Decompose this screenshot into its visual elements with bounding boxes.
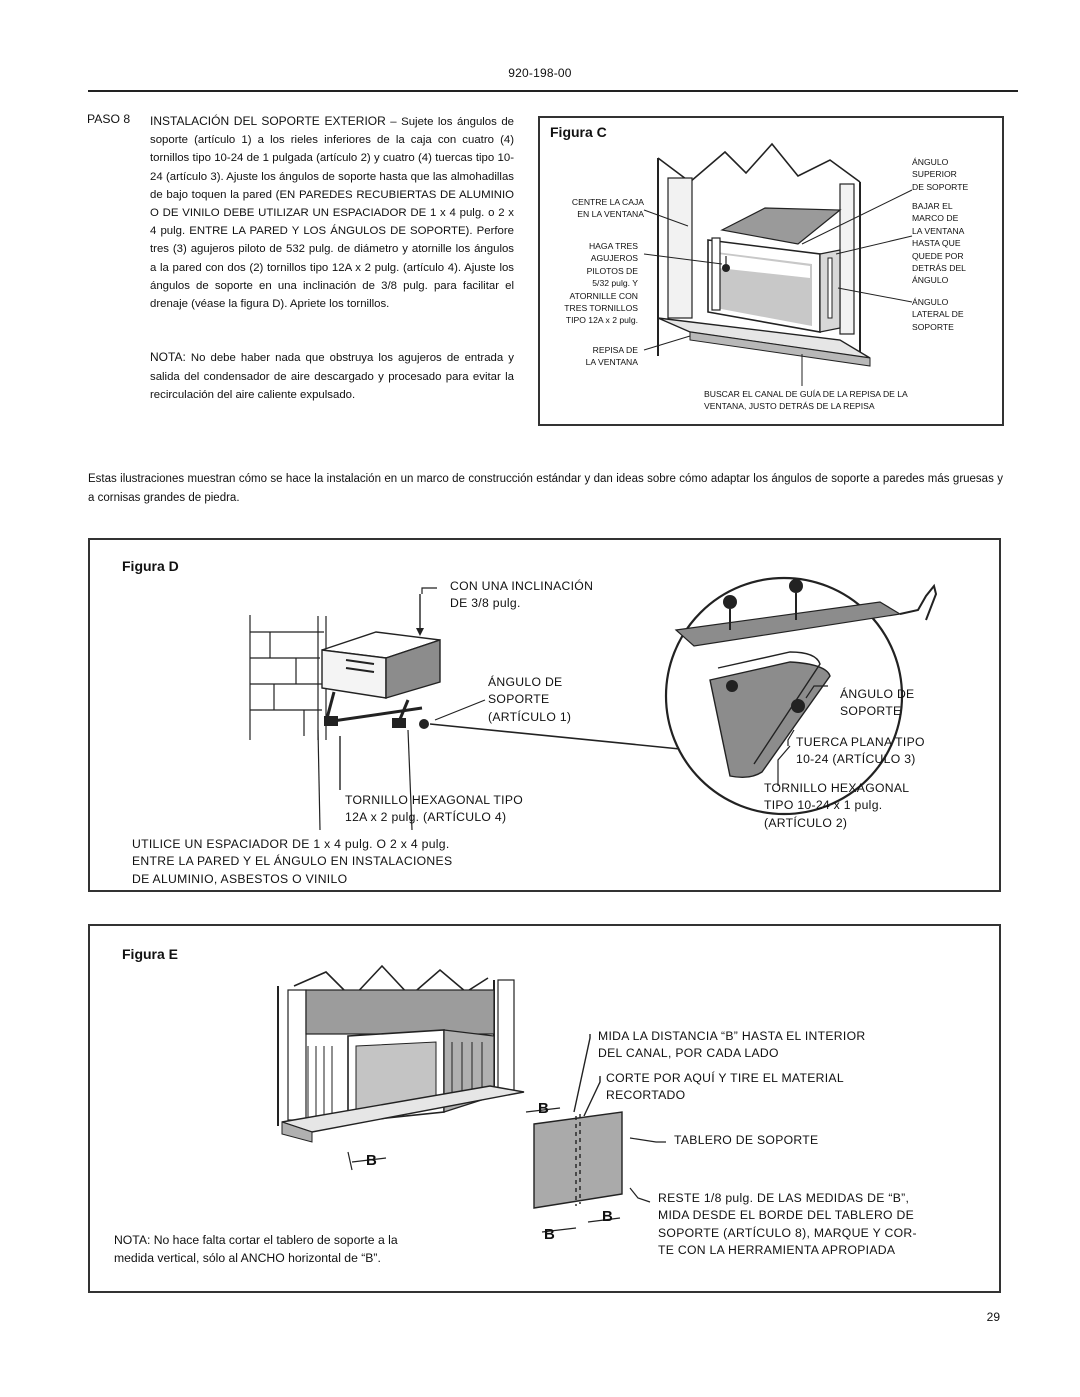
figure-c-box: Figura C CENTRE LA CAJA EN [538,116,1004,426]
step-body: INSTALACIÓN DEL SOPORTE EXTERIOR – Sujet… [150,112,514,313]
fig-e-label-panel: TABLERO DE SOPORTE [674,1133,819,1147]
fig-c-label-upper-angle: ÁNGULO SUPERIOR DE SOPORTE [912,157,969,192]
fig-d-label-nut: TUERCA PLANA TIPO 10-24 (ARTÍCULO 3) [796,735,925,767]
figure-e-box: Figura E [88,924,1001,1293]
figure-d-title: Figura D [122,558,179,574]
step-note: NOTA: No debe haber nada que obstruya lo… [150,348,514,405]
fig-e-label-measure: MIDA LA DISTANCIA “B” HASTA EL INTERIOR … [598,1029,866,1061]
fig-c-label-channel: BUSCAR EL CANAL DE GUÍA DE LA REPISA DE … [704,389,908,412]
fig-e-label-subtract: RESTE 1/8 pulg. DE LAS MEDIDAS DE “B”, M… [658,1191,917,1258]
fig-d-label-bracket: ÁNGULO DE SOPORTE (ARTÍCULO 1) [488,675,572,724]
fig-d-label-hex-screw-4: TORNILLO HEXAGONAL TIPO 12A x 2 pulg. (A… [345,793,524,825]
b-mark-top: B [538,1100,549,1117]
document-number: 920-198-00 [508,66,572,80]
figure-e-illustration [277,964,666,1233]
fig-d-label-hex-screw-2: TORNILLO HEXAGONAL TIPO 10-24 x 1 pulg. … [764,781,910,830]
fig-e-label-cut: CORTE POR AQUÍ Y TIRE EL MATERIAL RECORT… [606,1071,844,1103]
note-label: NOTA: [150,350,186,364]
figure-c-illustration [643,142,913,386]
fig-c-label-sill: REPISA DE LA VENTANA [585,345,638,368]
figure-d-box: Figura D [88,538,1001,892]
note-text: No debe haber nada que obstruya los aguj… [150,352,514,402]
header-rule [88,90,1018,92]
page-number: 29 [986,1310,1000,1324]
fig-e-note: NOTA: No hace falta cortar el tablero de… [114,1233,398,1265]
fig-d-label-spacer: UTILICE UN ESPACIADOR DE 1 x 4 pulg. O 2… [132,837,453,886]
step-label: PASO 8 [87,112,131,126]
fig-c-label-side-angle: ÁNGULO LATERAL DE SOPORTE [912,297,964,332]
b-mark-sill: B [366,1152,377,1169]
figure-d-illustration [249,576,938,831]
fig-c-label-centre: CENTRE LA CAJA EN LA VENTANA [571,197,644,220]
b-mark-bottom: B [544,1226,555,1243]
step-title: INSTALACIÓN DEL SOPORTE EXTERIOR [150,114,386,128]
figure-c-title: Figura C [550,124,607,140]
fig-c-label-lower-frame: BAJAR EL MARCO DE LA VENTANA HASTA QUE Q… [912,201,966,286]
fig-d-label-angle-right: ÁNGULO DE SOPORTE [840,687,915,719]
fig-d-label-slope: CON UNA INCLINACIÓN DE 3/8 pulg. [450,579,594,611]
intro-paragraph: Estas ilustraciones muestran cómo se hac… [88,473,1003,504]
step-text: – Sujete los ángulos de soporte (artícul… [150,116,514,311]
fig-c-label-holes: HAGA TRES AGUJEROS PILOTOS DE 5/32 pulg.… [564,241,638,326]
b-mark-right: B [602,1208,613,1225]
figure-e-title: Figura E [122,946,179,962]
